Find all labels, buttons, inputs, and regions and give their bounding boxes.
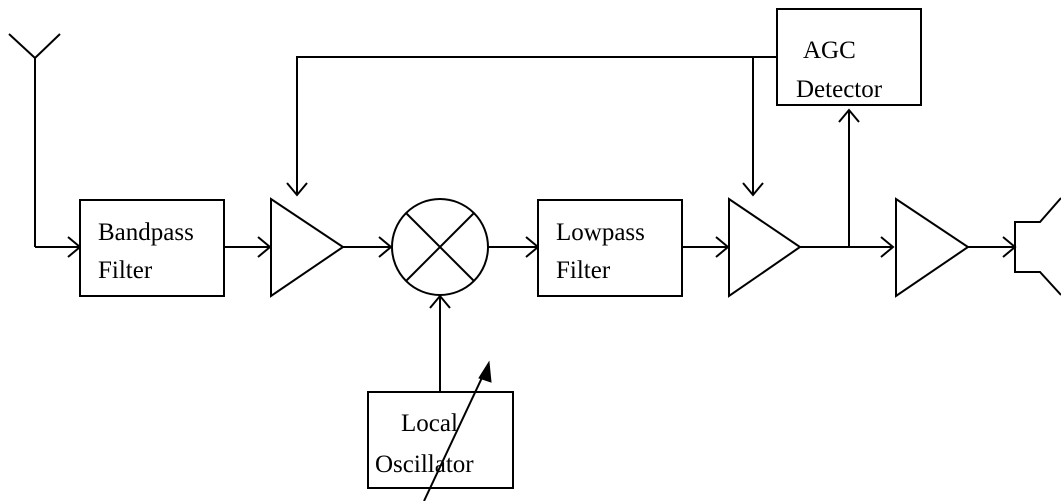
- tuning-arrow-icon: [423, 360, 492, 501]
- amplifier-icon: [728, 197, 802, 298]
- speaker-icon: [1014, 197, 1061, 296]
- local-oscillator-block: Local Oscillator: [367, 391, 514, 489]
- bandpass-filter-block: Bandpass Filter: [79, 199, 225, 297]
- amplifier-icon: [270, 197, 345, 298]
- bandpass-label-line2: Filter: [98, 257, 153, 284]
- agc-label-line2: Detector: [796, 76, 883, 103]
- oscillator-label-line2: Oscillator: [375, 451, 474, 478]
- agc-detector-block: AGC Detector: [776, 8, 922, 106]
- oscillator-label-line1: Local: [401, 410, 458, 437]
- mixer-icon: [391, 198, 489, 296]
- lowpass-filter-block: Lowpass Filter: [537, 199, 683, 297]
- agc-label-line1: AGC: [803, 37, 856, 64]
- amplifier-icon: [895, 197, 970, 298]
- oscillator-feed: [429, 294, 451, 392]
- bandpass-label-line1: Bandpass: [98, 219, 194, 246]
- lowpass-label-line1: Lowpass: [556, 219, 645, 246]
- antenna-icon: [8, 33, 61, 247]
- agc-feedback-path: [286, 56, 860, 247]
- lowpass-label-line2: Filter: [556, 257, 611, 284]
